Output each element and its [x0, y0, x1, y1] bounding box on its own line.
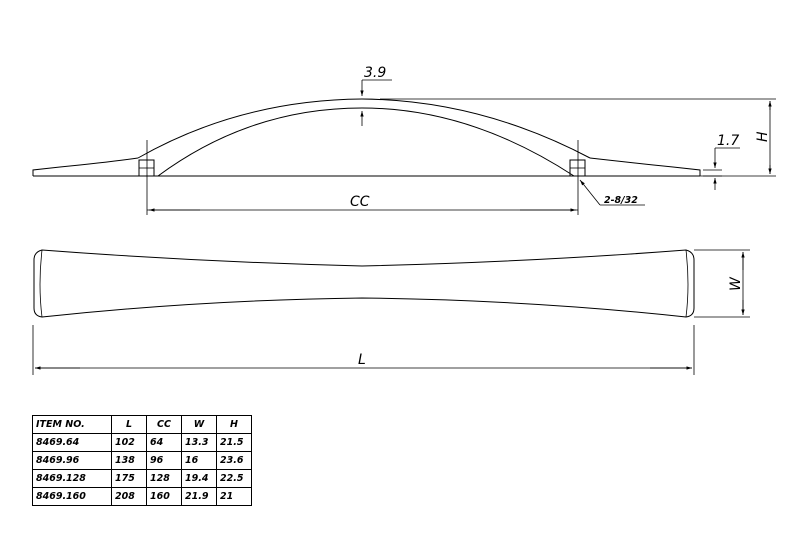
cell-h: 21: [216, 487, 252, 506]
inner-arch: [157, 107, 575, 177]
technical-drawing: 3.9 H 1.7 CC 2-8/32: [32, 65, 776, 375]
table-row: 8469.128 175 128 19.4 22.5: [32, 469, 252, 488]
cell-cc: 160: [146, 487, 182, 506]
cell-cc: 96: [146, 451, 182, 470]
cell-item-no: 8469.128: [32, 469, 112, 488]
table-row: 8469.64 102 64 13.3 21.5: [32, 433, 252, 452]
cell-item-no: 8469.96: [32, 451, 112, 470]
header-item-no: ITEM NO.: [32, 415, 112, 434]
header-w: W: [181, 415, 217, 434]
header-cc: CC: [146, 415, 182, 434]
header-l: L: [111, 415, 147, 434]
dim-height: H: [755, 131, 771, 142]
cell-h: 23.6: [216, 451, 252, 470]
top-view-outline: [33, 249, 695, 318]
cell-w: 16: [181, 451, 217, 470]
dim-width: W: [728, 276, 744, 291]
dim-arch-thickness: 3.9: [364, 65, 386, 81]
dim-length: L: [358, 352, 366, 368]
top-view: W L: [32, 249, 750, 375]
dim-base-thickness: 1.7: [717, 133, 739, 149]
cell-cc: 64: [146, 433, 182, 452]
right-foot-outline: [589, 157, 701, 176]
cell-l: 138: [111, 451, 147, 470]
cell-l: 175: [111, 469, 147, 488]
table-row: 8469.96 138 96 16 23.6: [32, 451, 252, 470]
cell-l: 102: [111, 433, 147, 452]
top-view-inner-right: [685, 249, 689, 318]
dim-center-to-center: CC: [350, 194, 370, 210]
side-view: 3.9 H 1.7 CC 2-8/32: [32, 65, 776, 215]
header-h: H: [216, 415, 252, 434]
cell-w: 21.9: [181, 487, 217, 506]
table-header-row: ITEM NO. L CC W H: [32, 415, 252, 434]
table-row: 8469.160 208 160 21.9 21: [32, 487, 252, 506]
cell-cc: 128: [146, 469, 182, 488]
cell-h: 22.5: [216, 469, 252, 488]
spec-table: ITEM NO. L CC W H 8469.64 102 64 13.3 21…: [32, 415, 252, 506]
cell-h: 21.5: [216, 433, 252, 452]
outer-arch: [137, 98, 591, 159]
left-foot-outline: [32, 157, 139, 176]
cell-l: 208: [111, 487, 147, 506]
cell-w: 19.4: [181, 469, 217, 488]
cell-item-no: 8469.160: [32, 487, 112, 506]
cell-w: 13.3: [181, 433, 217, 452]
top-view-inner-left: [39, 249, 43, 318]
cell-item-no: 8469.64: [32, 433, 112, 452]
screw-spec-label: 2-8/32: [604, 195, 638, 206]
